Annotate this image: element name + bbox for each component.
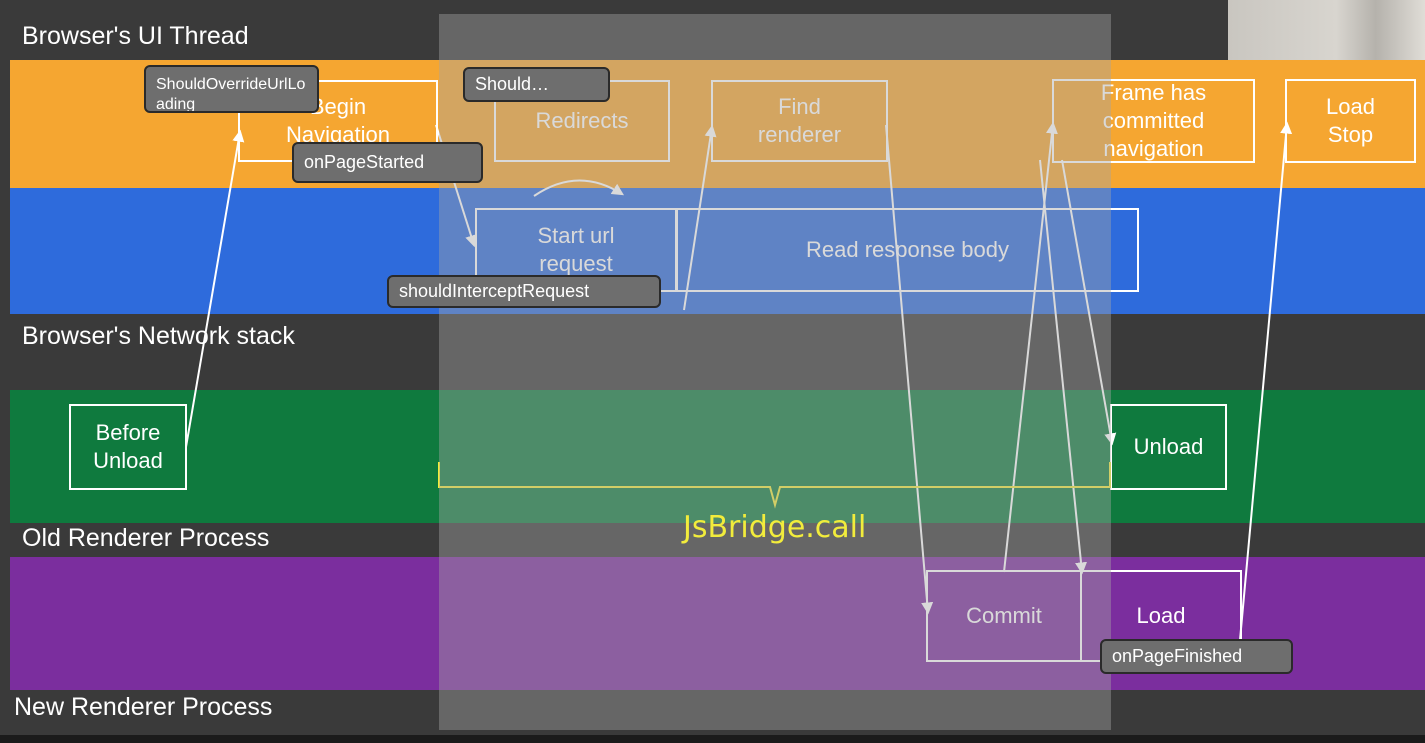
arrow-network-to-find-renderer <box>683 124 717 311</box>
arrow-frame-to-unload <box>1061 159 1117 446</box>
arrow-find-renderer-to-commit <box>885 124 934 615</box>
jsbridge-brace <box>438 462 1111 509</box>
load-stop-box: Load Stop <box>1285 79 1416 163</box>
bottom-edge <box>0 735 1425 743</box>
lane-title-new-renderer: New Renderer Process <box>14 693 273 721</box>
arrow-load-to-load-stop <box>1239 121 1293 641</box>
presenter-video-thumbnail <box>1228 0 1425 60</box>
frame-committed-box: Frame has committed navigation <box>1052 79 1255 163</box>
arrow-frame-to-load <box>1039 159 1087 575</box>
arrow-beforeunload-to-begin <box>185 129 245 448</box>
lane-title-old-renderer: Old Renderer Process <box>22 524 270 552</box>
jsbridge-call-label: JsBridge.call <box>683 510 867 545</box>
should-truncated-pill: Should… <box>463 67 610 102</box>
lane-title-network-stack: Browser's Network stack <box>22 322 295 350</box>
on-page-started-pill: onPageStarted <box>292 142 483 183</box>
should-intercept-request-pill: shouldInterceptRequest <box>387 275 661 308</box>
should-override-url-loading-pill: ShouldOverrideUrlLoading <box>144 65 319 113</box>
read-response-body-box: Read response body <box>676 208 1139 292</box>
lane-title-ui-thread: Browser's UI Thread <box>22 22 249 50</box>
on-page-finished-pill: onPageFinished <box>1100 639 1293 674</box>
find-renderer-box: Find renderer <box>711 80 888 162</box>
highlight-overlay <box>439 14 1111 730</box>
redirect-loop-arrow <box>533 179 625 197</box>
old-renderer-band <box>10 390 1425 523</box>
unload-box: Unload <box>1110 404 1227 490</box>
